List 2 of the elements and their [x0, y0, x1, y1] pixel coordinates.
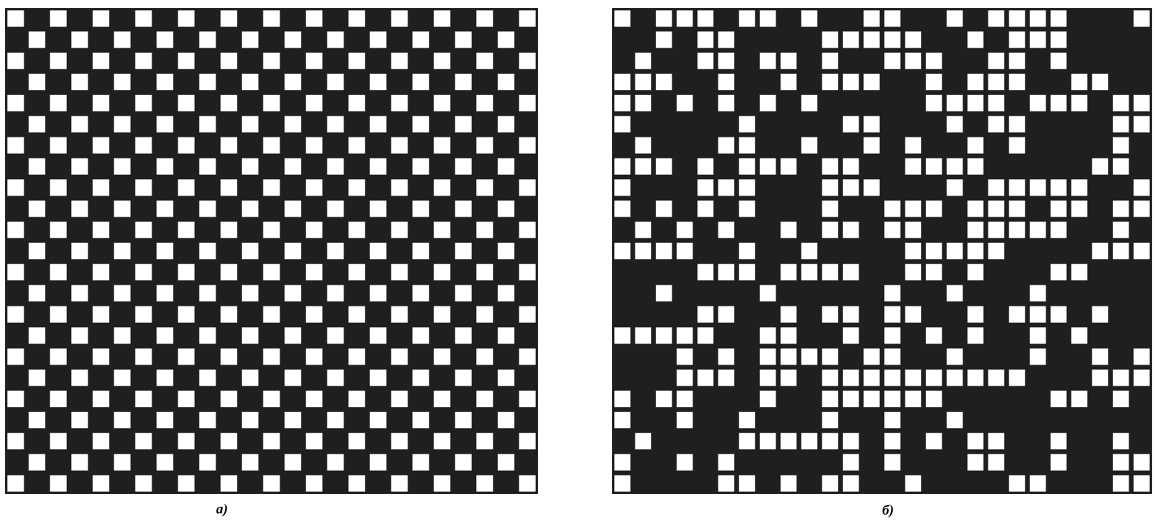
panel-label: а): [216, 503, 227, 517]
panel-label: б): [882, 504, 893, 518]
